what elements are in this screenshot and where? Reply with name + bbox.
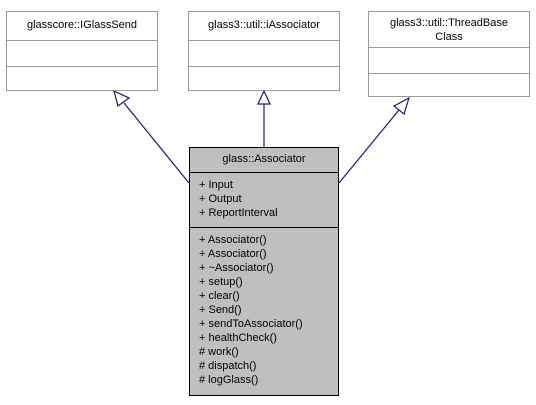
attribute-report-interval[interactable]: + ReportInterval xyxy=(199,207,278,219)
class-title-line-2: Class xyxy=(435,31,463,43)
class-title: glass::Associator xyxy=(222,153,306,165)
class-title-line-1: glass3::util::ThreadBase xyxy=(389,17,508,29)
method-log-glass[interactable]: # logGlass() xyxy=(199,374,259,386)
methods-section xyxy=(369,73,529,96)
class-title-section: glasscore::IGlassSend xyxy=(7,12,157,40)
edge-to-iglasssend xyxy=(123,102,190,184)
method-associator-ctor[interactable]: + Associator() xyxy=(199,234,267,246)
arrowhead-iglasssend xyxy=(113,89,131,107)
methods-section: + Associator() + Associator() + ~Associa… xyxy=(190,227,338,395)
edge-to-threadbase xyxy=(338,109,400,184)
attribute-input[interactable]: + Input xyxy=(199,179,233,191)
arrowhead-threadbase xyxy=(392,96,411,116)
class-box-associator[interactable]: glass::Associator + Input + Output + Rep… xyxy=(189,147,339,396)
method-associator-dtor[interactable]: + ~Associator() xyxy=(199,262,274,274)
class-box-threadbase[interactable]: glass3::util::ThreadBase Class xyxy=(368,11,530,97)
method-setup[interactable]: + setup() xyxy=(199,276,243,288)
attributes-section: + Input + Output + ReportInterval xyxy=(190,172,338,227)
attributes-section xyxy=(189,40,339,66)
method-work[interactable]: # work() xyxy=(199,346,239,358)
class-title-section: glass3::util::iAssociator xyxy=(189,12,339,40)
attributes-section xyxy=(7,40,157,66)
method-send-to-associator[interactable]: + sendToAssociator() xyxy=(199,318,303,330)
methods-section xyxy=(189,66,339,90)
method-associator-ctor[interactable]: + Associator() xyxy=(199,248,267,260)
class-title: glass3::util::iAssociator xyxy=(208,19,320,31)
methods-section xyxy=(7,66,157,90)
method-dispatch[interactable]: # dispatch() xyxy=(199,360,257,372)
class-title-section: glass3::util::ThreadBase Class xyxy=(369,12,529,47)
method-send[interactable]: + Send() xyxy=(199,304,242,316)
arrowhead-iassociator xyxy=(257,89,271,105)
method-health-check[interactable]: + healthCheck() xyxy=(199,332,277,344)
class-title: glasscore::IGlassSend xyxy=(26,19,138,31)
class-title-section: glass::Associator xyxy=(190,148,338,172)
class-box-iglasssend[interactable]: glasscore::IGlassSend xyxy=(6,11,158,91)
method-clear[interactable]: + clear() xyxy=(199,290,240,302)
class-box-iassociator[interactable]: glass3::util::iAssociator xyxy=(188,11,340,91)
attribute-output[interactable]: + Output xyxy=(199,193,242,205)
attributes-section xyxy=(369,47,529,73)
